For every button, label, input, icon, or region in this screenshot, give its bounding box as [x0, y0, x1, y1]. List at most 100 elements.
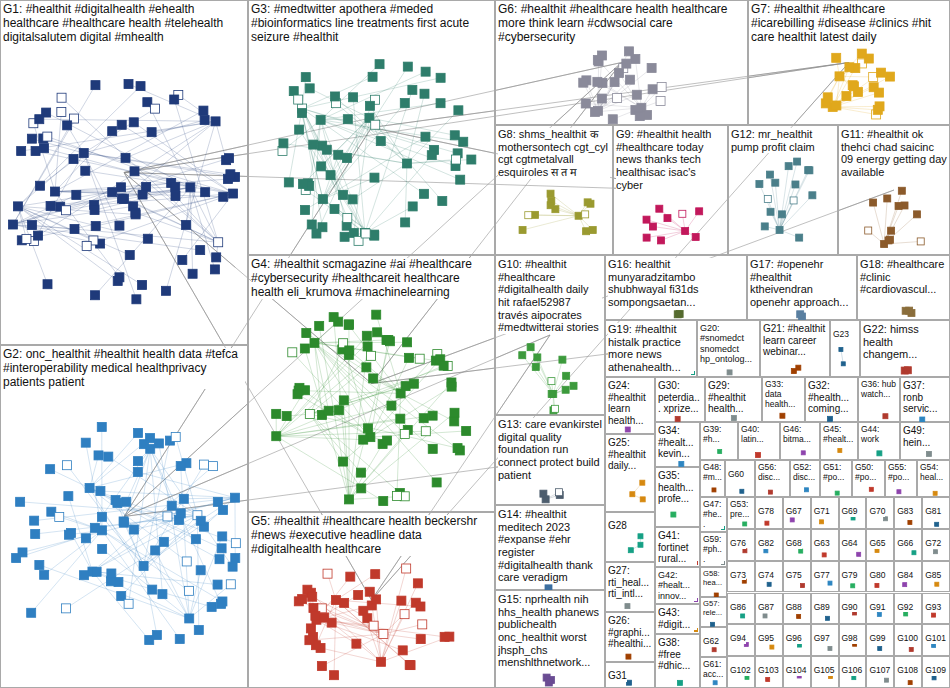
vertex-icon: [372, 310, 381, 319]
group-label: G105: [814, 666, 835, 676]
vertex-icon: [398, 646, 407, 655]
vertex-icon: [713, 681, 717, 685]
vertex-icon: [648, 85, 657, 94]
vertex-icon: [421, 427, 430, 436]
vertex-icon: [421, 132, 430, 141]
edge-line: [321, 120, 464, 142]
vertex-icon: [188, 269, 197, 278]
edge-line: [175, 196, 218, 242]
group-label: G99: [869, 634, 885, 644]
group-label: G3: #medtwitter apothera #meded #bioinfo…: [251, 3, 492, 44]
group-box: G68: [783, 529, 811, 561]
edge-line: [647, 231, 686, 238]
group-box: G57: rele...: [700, 597, 727, 627]
vertex-icon: [376, 137, 385, 146]
group-box: G8: shms_healthit क mothersontech cgt_cy…: [495, 125, 613, 255]
vertex-icon: [27, 134, 36, 143]
group-box: G83: [894, 497, 922, 529]
vertex-icon: [300, 344, 309, 353]
group-box: G108: [894, 656, 922, 688]
vertex-icon: [107, 569, 116, 578]
edge-line: [334, 600, 336, 675]
vertex-icon: [770, 645, 774, 649]
vertex-icon: [182, 220, 191, 229]
vertex-icon: [819, 520, 823, 524]
vertex-icon: [231, 554, 240, 563]
vertex-icon: [305, 636, 314, 645]
vertex-icon: [884, 517, 888, 521]
vertex-icon: [124, 80, 133, 89]
edge-line: [369, 118, 454, 135]
vertex-icon: [671, 512, 676, 517]
edge-line: [302, 599, 383, 634]
edge-line: [150, 449, 162, 594]
group-label: G36: hub watch...: [861, 380, 897, 400]
vertex-icon: [344, 320, 353, 329]
vertex-icon: [405, 660, 414, 669]
vertex-icon: [138, 280, 147, 289]
vertex-icon: [129, 118, 138, 127]
edge-line: [276, 356, 371, 436]
vertex-icon: [804, 488, 808, 492]
vertex-icon: [622, 59, 631, 68]
group-label: G80: [869, 571, 885, 581]
vertex-icon: [345, 346, 354, 355]
edge-line: [276, 332, 377, 436]
vertex-icon: [62, 604, 71, 613]
vertex-icon: [55, 513, 64, 522]
vertex-icon: [875, 548, 879, 552]
group-box: G84: [894, 561, 922, 593]
edge-line: [314, 343, 459, 451]
vertex-icon: [519, 226, 526, 233]
vertex-icon: [178, 255, 187, 264]
vertex-icon: [453, 444, 462, 453]
vertex-icon: [679, 461, 684, 466]
group-label: G108: [897, 666, 918, 676]
group-box: G39: #h...: [700, 422, 738, 460]
group-box: G36: hub watch...: [858, 377, 900, 422]
vertex-icon: [330, 671, 339, 680]
vertex-icon: [387, 401, 396, 410]
vertex-icon: [43, 280, 52, 289]
edge-line: [551, 205, 579, 216]
vertex-icon: [334, 406, 343, 415]
vertex-icon: [357, 484, 366, 493]
edge-line: [13, 85, 96, 224]
group-label: G77: [814, 571, 830, 581]
vertex-icon: [171, 192, 180, 201]
group-box: G54: heal...: [917, 460, 950, 497]
vertex-icon: [935, 582, 939, 586]
vertex-icon: [764, 196, 771, 203]
vertex-icon: [302, 329, 311, 338]
edge-line: [321, 120, 347, 226]
vertex-icon: [18, 548, 27, 557]
edge-line: [31, 530, 102, 612]
group-box: G104: [783, 656, 811, 688]
vertex-icon: [385, 337, 394, 346]
group-label: G32: #health... coming...: [808, 380, 855, 415]
vertex-icon: [329, 313, 338, 322]
vertex-icon: [878, 647, 882, 651]
group-label: G12: mr_healthit pump profit claim: [731, 128, 835, 153]
vertex-icon: [397, 596, 406, 605]
vertex-icon: [230, 493, 239, 502]
edge-line: [90, 433, 138, 488]
vertex-icon: [363, 342, 372, 351]
group-label: G76: [730, 539, 746, 549]
group-label: G82: [758, 539, 774, 549]
edge-line: [47, 137, 190, 188]
vertex-icon: [740, 489, 744, 493]
vertex-icon: [419, 414, 428, 423]
vertex-icon: [403, 338, 412, 347]
vertex-icon: [413, 579, 422, 588]
group-box: G12: mr_healthit pump profit claim: [728, 125, 838, 255]
group-label: G45: #healt...: [823, 425, 855, 445]
edge-line: [302, 109, 343, 195]
vertex-icon: [933, 491, 937, 495]
group-box: G29: #healthit health...: [705, 377, 762, 422]
vertex-icon: [175, 635, 184, 644]
group-box: G94: [727, 624, 755, 656]
vertex-icon: [375, 60, 384, 69]
edge-line: [349, 325, 401, 393]
vertex-icon: [727, 370, 732, 375]
